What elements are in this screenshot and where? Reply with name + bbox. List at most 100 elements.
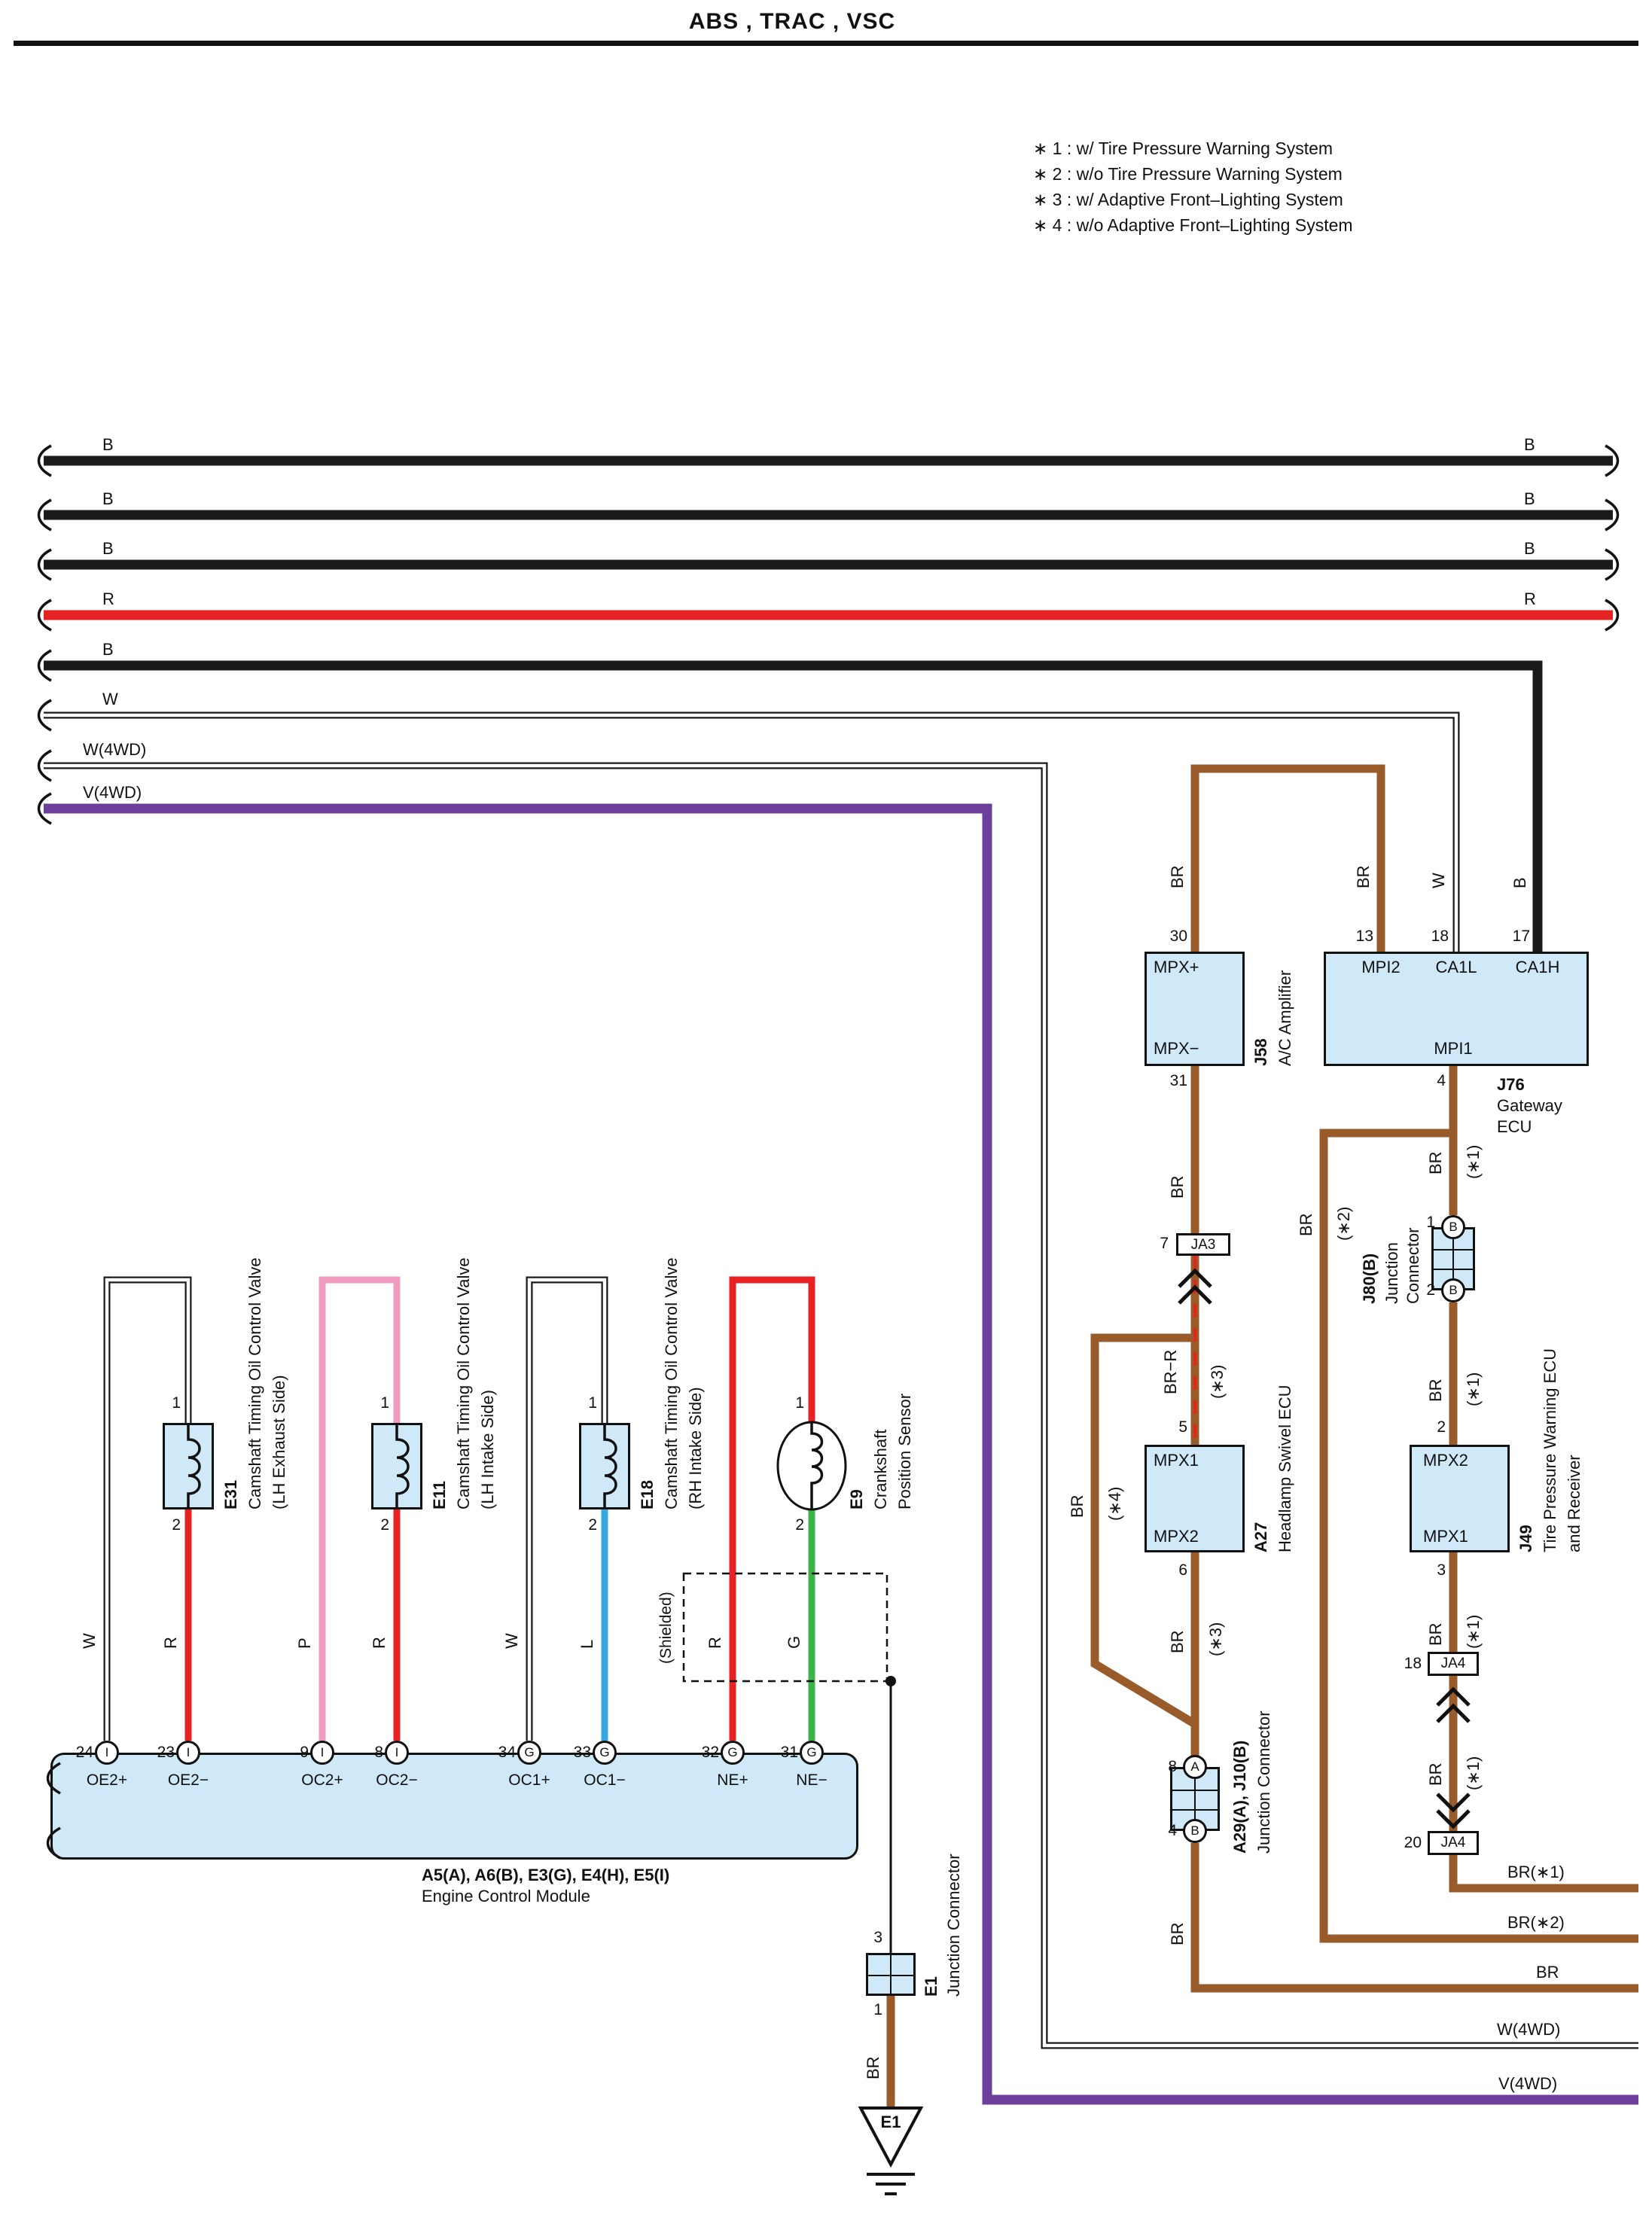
wire-note-label: (∗2) <box>1334 1206 1353 1241</box>
wire-color-label: BR <box>1168 1922 1187 1945</box>
component-desc-label: Camshaft Timing Oil Control Valve <box>662 1257 681 1509</box>
ecm-terminal-circle-34 <box>517 1741 541 1765</box>
terminal-number: 7 <box>1160 1235 1169 1252</box>
component-id-label: E9 <box>847 1489 866 1509</box>
ecm-caption-name: Engine Control Module <box>422 1887 590 1905</box>
ground-label: E1 <box>880 2113 901 2131</box>
note-2: ∗ 2 : w/o Tire Pressure Warning System <box>1033 164 1343 184</box>
wire-color-label: BR <box>1426 1622 1445 1646</box>
wire-s2-bypass <box>1319 1129 1638 1943</box>
wire-color-label: BR <box>1426 1378 1445 1402</box>
e11-wire-p <box>319 1276 401 1741</box>
bus-wire-v4wd <box>44 803 1638 2105</box>
component-desc-label: Gateway <box>1497 1096 1562 1115</box>
e11-coil-icon <box>395 1423 410 1509</box>
wire-color-label: W(4WD) <box>83 740 147 759</box>
terminal-number: 3 <box>873 1929 882 1946</box>
grid-line <box>890 1955 892 1994</box>
component-desc-label: ECU <box>1497 1117 1532 1136</box>
terminal-number: 31 <box>1169 1072 1187 1089</box>
ecm-box <box>50 1753 858 1860</box>
wire-color-label: BR(∗2) <box>1507 1913 1565 1932</box>
j58-box <box>1145 952 1245 1066</box>
ecm-terminal-circle-24 <box>95 1741 119 1765</box>
wire-mpx-to-mpi2 <box>1190 764 1385 952</box>
wire-color-label: BR <box>864 2056 882 2079</box>
chevron-down-icon <box>1436 1809 1471 1829</box>
ecm-terminal-name: OC2+ <box>301 1771 343 1789</box>
ground-hatch-icon <box>867 2173 915 2195</box>
box-terminal-name: CA1H <box>1515 958 1560 976</box>
brown-wires <box>886 764 1638 2108</box>
j80-terminal-circle-1 <box>1441 1215 1465 1239</box>
e18-wire-w <box>527 1278 607 1741</box>
wire-color-label: W <box>502 1633 521 1649</box>
wire-color-label: BR <box>1426 1151 1445 1174</box>
pin-number: 1 <box>172 1394 181 1412</box>
connector-letter: G <box>727 1745 738 1759</box>
terminal-number: 4 <box>1168 1822 1177 1839</box>
box-terminal-name: MPX2 <box>1423 1451 1468 1470</box>
wire-color-label: BR(∗1) <box>1507 1863 1565 1881</box>
component-id-label: J58 <box>1251 1038 1270 1066</box>
ja4-label: JA4 <box>1440 1656 1466 1671</box>
terminal-number: 6 <box>1178 1561 1187 1579</box>
box-terminal-name: MPX1 <box>1423 1527 1468 1546</box>
chevron-up-icon <box>1178 1268 1212 1288</box>
terminal-number: 23 <box>157 1744 175 1761</box>
wire-color-label: W <box>102 690 118 708</box>
terminal-number: 18 <box>1431 928 1449 945</box>
pin-number: 2 <box>588 1516 597 1534</box>
ja4-box-20 <box>1428 1831 1479 1855</box>
connector-letter: A <box>1190 1759 1199 1774</box>
terminal-number: 17 <box>1512 928 1530 945</box>
pin-number: 1 <box>380 1394 389 1412</box>
wire-color-label: BR <box>1536 1963 1559 1982</box>
terminal-number: 30 <box>1169 928 1187 945</box>
component-desc-label: Camshaft Timing Oil Control Valve <box>245 1257 264 1509</box>
grid-line <box>1452 1229 1454 1288</box>
component-desc-label: Position Sensor <box>895 1393 914 1509</box>
e31-wire-w <box>105 1278 190 1741</box>
component-id-label: E18 <box>638 1479 657 1509</box>
wire-note-label: (∗1) <box>1464 1614 1483 1649</box>
wire-ja4-to-right <box>1449 1855 1638 1893</box>
grid-line <box>1172 1790 1218 1791</box>
pin-number: 1 <box>588 1394 597 1412</box>
twisted-pair-chevrons <box>1178 1268 1471 1829</box>
component-id-label: A29(A), J10(B) <box>1230 1740 1249 1854</box>
grid-line <box>868 1975 913 1976</box>
terminal-number: 31 <box>780 1744 798 1761</box>
terminal-number: 34 <box>498 1744 516 1761</box>
shielded-label: (Shielded) <box>657 1592 675 1664</box>
wire-color-label: B <box>1510 877 1529 888</box>
ecm-terminal-name: OE2− <box>167 1771 209 1789</box>
component-desc-label: Headlamp Swivel ECU <box>1276 1385 1294 1552</box>
terminal-number: 2 <box>1437 1418 1446 1436</box>
terminal-number: 24 <box>75 1744 93 1761</box>
ecm-terminal-name: NE+ <box>717 1771 748 1789</box>
connector-letter: I <box>186 1745 190 1759</box>
pin-number: 1 <box>795 1394 804 1412</box>
ecm-terminal-circle-23 <box>176 1741 200 1765</box>
j80-terminal-circle-2 <box>1441 1278 1465 1302</box>
ecm-caption-id: A5(A), A6(B), E3(G), E4(H), E5(I) <box>422 1866 670 1884</box>
terminal-number: 5 <box>1178 1418 1187 1436</box>
grid-line <box>1172 1809 1218 1811</box>
wire-color-label: B <box>1524 435 1535 454</box>
wire-color-label: G <box>785 1635 803 1649</box>
box-terminal-name: CA1L <box>1435 958 1477 976</box>
wire-color-label: B <box>102 640 114 659</box>
component-desc-label: Connector <box>1404 1227 1422 1304</box>
wire-note-label: (∗3) <box>1208 1364 1227 1399</box>
black-bus-wires <box>44 455 1613 952</box>
shield-dashed-box <box>682 1572 888 1683</box>
wire-color-label: L <box>578 1639 596 1649</box>
j76-box <box>1324 952 1589 1066</box>
note-4: ∗ 4 : w/o Adaptive Front–Lighting System <box>1033 215 1353 235</box>
component-desc-label: (RH Intake Side) <box>686 1387 705 1509</box>
box-terminal-name: MPX1 <box>1154 1451 1199 1470</box>
ecm-terminal-name: OE2+ <box>86 1771 128 1789</box>
bus-wire-b-to-ca1h <box>44 660 1543 952</box>
